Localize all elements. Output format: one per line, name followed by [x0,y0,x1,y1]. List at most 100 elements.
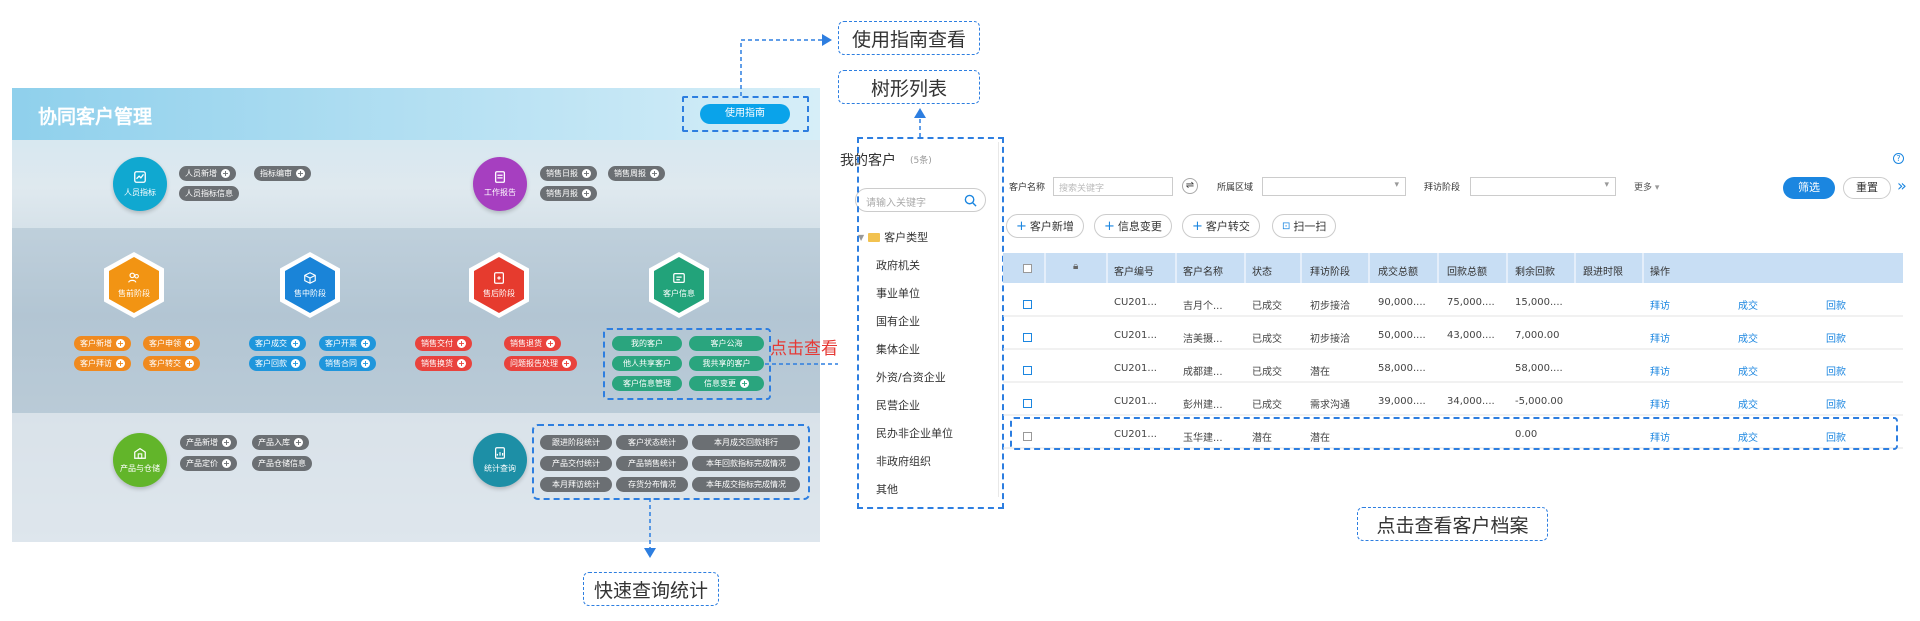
pill-sales-contract[interactable]: 销售合同+ [319,356,376,371]
pill-daily-report[interactable]: 销售日报+ [540,166,597,181]
tree-item-institution[interactable]: 事业单位 [876,287,920,300]
pill-customer-transfer[interactable]: 客户转交+ [143,356,200,371]
product-warehouse-module[interactable]: 产品与仓储 [113,433,167,487]
pill-yearly-deal[interactable]: 本年成交指标完成情况 [692,477,800,492]
pill-others-shared[interactable]: 他人共享客户 [612,356,682,371]
row-checkbox[interactable] [1023,366,1032,375]
pill-product-storage-info[interactable]: 产品仓储信息 [252,456,312,471]
action-link[interactable]: 回款 [1826,301,1846,312]
col-id[interactable]: 客户编号 [1114,267,1154,278]
col-paid[interactable]: 回款总额 [1447,267,1487,278]
pill-sales-return[interactable]: 销售退货+ [504,336,561,351]
tree-item-other[interactable]: 其他 [876,483,898,496]
tree-item-nonenterprise[interactable]: 民办非企业单位 [876,427,953,440]
select-all-checkbox[interactable] [1023,264,1032,273]
action-link[interactable]: 成交 [1738,301,1758,312]
double-chevron-right-icon[interactable]: » [1897,176,1907,195]
pill-visit-stats[interactable]: 本月拜访统计 [540,477,612,492]
pill-customer-deal[interactable]: 客户成交+ [249,336,306,351]
pill-issue-handling[interactable]: 问题报告处理+ [504,356,577,371]
action-link[interactable]: 回款 [1826,400,1846,411]
filter-stage-select[interactable]: ▾ [1470,177,1616,196]
filter-button[interactable]: 筛选 [1783,177,1835,199]
pill-customer-visit[interactable]: 客户拜访+ [74,356,131,371]
pill-customer-claim[interactable]: 客户申领+ [143,336,200,351]
tree-item-government[interactable]: 政府机关 [876,259,920,272]
pill-yearly-payment[interactable]: 本年回款指标完成情况 [692,456,800,471]
row-checkbox[interactable] [1023,399,1032,408]
pill-my-shared[interactable]: 我共享的客户 [689,356,764,371]
pill-weekly-report[interactable]: 销售周报+ [608,166,665,181]
pill-sales-exchange[interactable]: 销售换货+ [415,356,472,371]
pill-delivery-stats[interactable]: 产品交付统计 [540,456,612,471]
pill-customer-add[interactable]: 客户新增+ [74,336,131,351]
aftersale-module[interactable]: 售后阶段 [469,252,529,318]
pill-monthly-report[interactable]: 销售月报+ [540,186,597,201]
insale-module[interactable]: 售中阶段 [280,252,340,318]
presale-module[interactable]: 售前阶段 [104,252,164,318]
pill-personnel-info[interactable]: 人员指标信息 [179,186,239,201]
filter-more[interactable]: 更多 ▾ [1634,183,1660,193]
col-name[interactable]: 客户名称 [1183,267,1223,278]
pill-info-change[interactable]: 信息变更+ [689,376,764,391]
filter-region-select[interactable]: ▾ [1262,177,1406,196]
col-stage[interactable]: 拜访阶段 [1310,267,1350,278]
action-link[interactable]: 拜访 [1650,334,1670,345]
pill-sales-delivery[interactable]: 销售交付+ [415,336,472,351]
row-checkbox[interactable] [1023,333,1032,342]
work-report-module[interactable]: 工作报告 [473,157,527,211]
pill-personnel-review[interactable]: 指标编审+ [254,166,311,181]
filter-name-input[interactable]: 搜索关键字 [1053,177,1173,196]
action-link[interactable]: 拜访 [1650,400,1670,411]
guide-button[interactable]: 使用指南 [700,104,790,124]
pill-customer-invoice[interactable]: 客户开票+ [319,336,376,351]
tree-root[interactable]: ▼ 客户类型 [858,231,929,244]
action-link[interactable]: 回款 [1826,433,1846,444]
pill-inventory-stats[interactable]: 存货分布情况 [616,477,688,492]
row-checkbox[interactable] [1023,300,1032,309]
pill-personnel-add[interactable]: 人员新增+ [179,166,236,181]
pill-product-inbound[interactable]: 产品入库+ [252,435,309,450]
tree-search-input[interactable]: 请输入关键字 [855,188,986,212]
pill-status-stats[interactable]: 客户状态统计 [616,435,688,450]
action-link[interactable]: 回款 [1826,334,1846,345]
toggle-icon[interactable]: ⇌ [1182,178,1198,194]
help-icon[interactable]: ? [1893,153,1904,164]
col-status[interactable]: 状态 [1252,267,1272,278]
customer-info-module[interactable]: 客户信息 [649,252,709,318]
pill-product-add[interactable]: 产品新增+ [180,435,237,450]
tree-item-state-owned[interactable]: 国有企业 [876,315,920,328]
action-link[interactable]: 拜访 [1650,433,1670,444]
pill-customer-payment[interactable]: 客户回款+ [249,356,306,371]
row-checkbox[interactable] [1023,432,1032,441]
toolbar-info-change[interactable]: +信息变更 [1094,214,1172,238]
toolbar-add-customer[interactable]: +客户新增 [1006,214,1084,238]
col-deadline[interactable]: 跟进时限 [1583,267,1623,278]
tree-item-ngo[interactable]: 非政府组织 [876,455,931,468]
pill-stage-stats[interactable]: 跟进阶段统计 [540,435,612,450]
pill-customer-pool[interactable]: 客户公海 [689,336,764,351]
stats-query-module[interactable]: 统计查询 [473,433,527,487]
search-icon[interactable] [964,194,977,207]
action-link[interactable]: 拜访 [1650,367,1670,378]
col-remain[interactable]: 剩余回款 [1515,267,1555,278]
pill-monthly-ranking[interactable]: 本月成交回款排行 [692,435,800,450]
action-link[interactable]: 成交 [1738,334,1758,345]
tree-item-private[interactable]: 民营企业 [876,399,920,412]
toolbar-scan[interactable]: ⊡扫一扫 [1272,214,1337,238]
pill-sales-stats[interactable]: 产品销售统计 [616,456,688,471]
action-link[interactable]: 成交 [1738,400,1758,411]
pill-customer-info-manage[interactable]: 客户信息管理 [612,376,682,391]
action-link[interactable]: 成交 [1738,433,1758,444]
reset-button[interactable]: 重置 [1843,177,1891,199]
action-link[interactable]: 拜访 [1650,301,1670,312]
col-deal[interactable]: 成交总额 [1378,267,1418,278]
personnel-module[interactable]: 人员指标 [113,157,167,211]
pill-my-customers[interactable]: 我的客户 [612,336,682,351]
action-link[interactable]: 成交 [1738,367,1758,378]
tree-item-foreign[interactable]: 外资/合资企业 [876,371,946,384]
toolbar-transfer[interactable]: +客户转交 [1182,214,1260,238]
tree-item-collective[interactable]: 集体企业 [876,343,920,356]
pill-product-pricing[interactable]: 产品定价+ [180,456,237,471]
action-link[interactable]: 回款 [1826,367,1846,378]
